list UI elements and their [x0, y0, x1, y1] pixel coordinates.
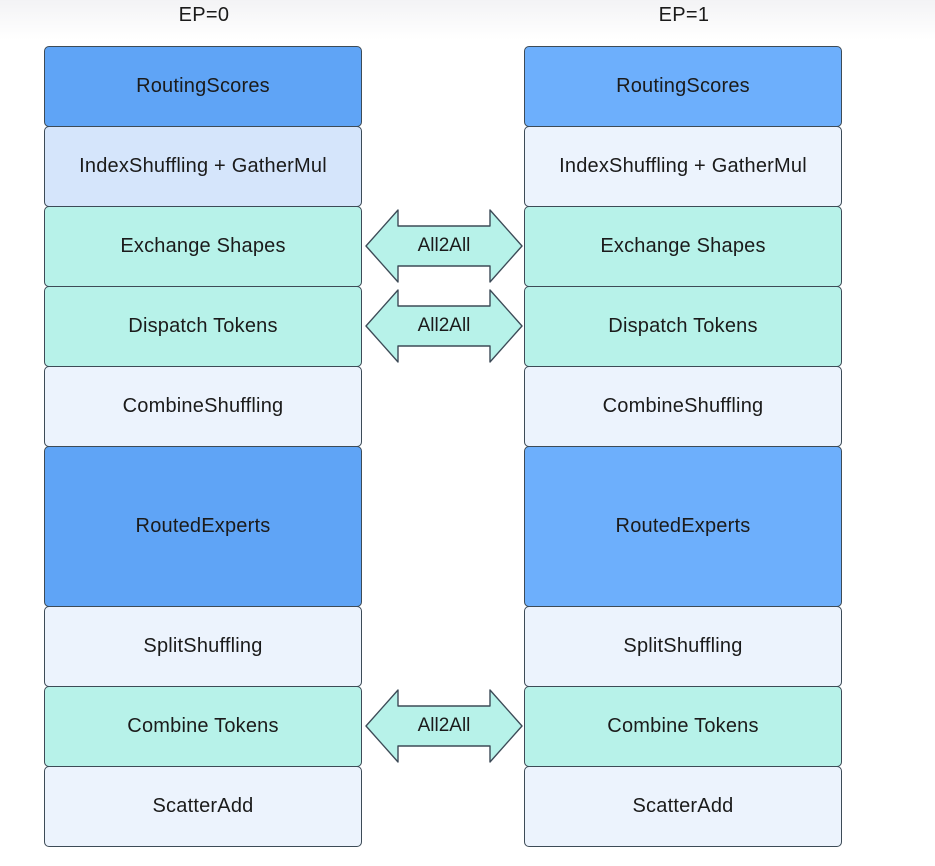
block-routing-scores-ep0: RoutingScores	[44, 46, 362, 127]
block-routed-experts-ep1: RoutedExperts	[524, 446, 842, 607]
column-title-ep0: EP=0	[178, 4, 230, 26]
all2all-arrow-combine	[365, 689, 523, 763]
block-dispatch-tokens-ep1: Dispatch Tokens	[524, 286, 842, 367]
block-combine-tokens-ep1: Combine Tokens	[524, 686, 842, 767]
block-routing-scores-ep1: RoutingScores	[524, 46, 842, 127]
column-title-ep1: EP=1	[658, 4, 710, 26]
block-index-shuffling-ep1: IndexShuffling + GatherMul	[524, 126, 842, 207]
block-dispatch-tokens-ep0: Dispatch Tokens	[44, 286, 362, 367]
block-split-shuffling-ep0: SplitShuffling	[44, 606, 362, 687]
block-exchange-shapes-ep0: Exchange Shapes	[44, 206, 362, 287]
block-scatter-add-ep0: ScatterAdd	[44, 766, 362, 847]
block-exchange-shapes-ep1: Exchange Shapes	[524, 206, 842, 287]
all2all-label-dispatch: All2All	[417, 315, 471, 336]
all2all-label-exchange: All2All	[417, 235, 471, 256]
all2all-label-combine: All2All	[417, 715, 471, 736]
block-combine-shuffling-ep0: CombineShuffling	[44, 366, 362, 447]
all2all-arrow-exchange	[365, 209, 523, 283]
block-scatter-add-ep1: ScatterAdd	[524, 766, 842, 847]
all2all-arrow-dispatch	[365, 289, 523, 363]
block-split-shuffling-ep1: SplitShuffling	[524, 606, 842, 687]
block-combine-tokens-ep0: Combine Tokens	[44, 686, 362, 767]
block-combine-shuffling-ep1: CombineShuffling	[524, 366, 842, 447]
block-index-shuffling-ep0: IndexShuffling + GatherMul	[44, 126, 362, 207]
block-routed-experts-ep0: RoutedExperts	[44, 446, 362, 607]
top-band	[0, 0, 935, 40]
